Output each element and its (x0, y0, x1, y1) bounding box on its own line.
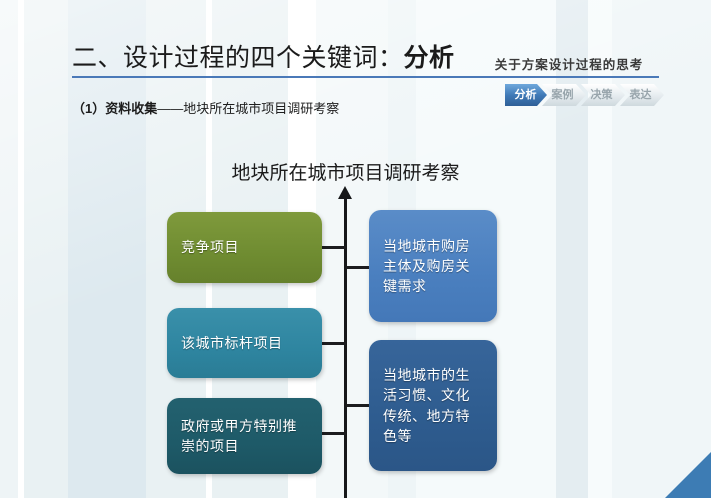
node-competing-projects[interactable]: 竞争项目 (167, 212, 322, 283)
page-title-main: 二、设计过程的四个关键词： (72, 44, 404, 72)
node-benchmark-projects[interactable]: 该城市标杆项目 (167, 308, 322, 378)
header-right-block: 关于方案设计过程的思考 (479, 54, 659, 78)
connector-right-1 (346, 266, 369, 269)
node-local-culture[interactable]: 当地城市的生活习惯、文化传统、地方特色等 (369, 340, 497, 471)
page-title: 二、设计过程的四个关键词：分析 (72, 38, 455, 74)
section-label: 关于方案设计过程的思考 (494, 58, 644, 72)
subtitle: （1）资料收集——地块所在城市项目调研考察 (72, 98, 339, 117)
section-label-underline (479, 76, 659, 78)
axis-vertical-line (344, 196, 347, 498)
title-underline (72, 76, 492, 78)
connector-right-2 (346, 404, 369, 407)
tab-anli[interactable]: 案例 (542, 84, 586, 106)
page-title-emphasis: 分析 (403, 44, 455, 72)
node-buyer-demand[interactable]: 当地城市购房主体及购房关键需求 (369, 210, 497, 322)
chevron-tab-strip[interactable]: 分析 案例 决策 表达 (505, 84, 659, 106)
connector-left-2 (322, 342, 346, 345)
tab-biaoda[interactable]: 表达 (620, 84, 664, 106)
diagram-title: 地块所在城市项目调研考察 (0, 158, 711, 185)
tab-juece[interactable]: 决策 (581, 84, 625, 106)
connector-left-3 (322, 432, 346, 435)
node-government-endorsed-projects[interactable]: 政府或甲方特别推崇的项目 (167, 398, 322, 474)
tab-fenxi[interactable]: 分析 (505, 84, 547, 106)
diagram-title-text: 地块所在城市项目调研考察 (231, 163, 460, 184)
corner-triangle-decoration (665, 452, 711, 498)
connector-left-1 (322, 246, 346, 249)
subtitle-rest: ——地块所在城市项目调研考察 (157, 101, 340, 116)
axis-arrowhead-icon (338, 186, 352, 199)
subtitle-bold: （1）资料收集 (72, 101, 158, 116)
